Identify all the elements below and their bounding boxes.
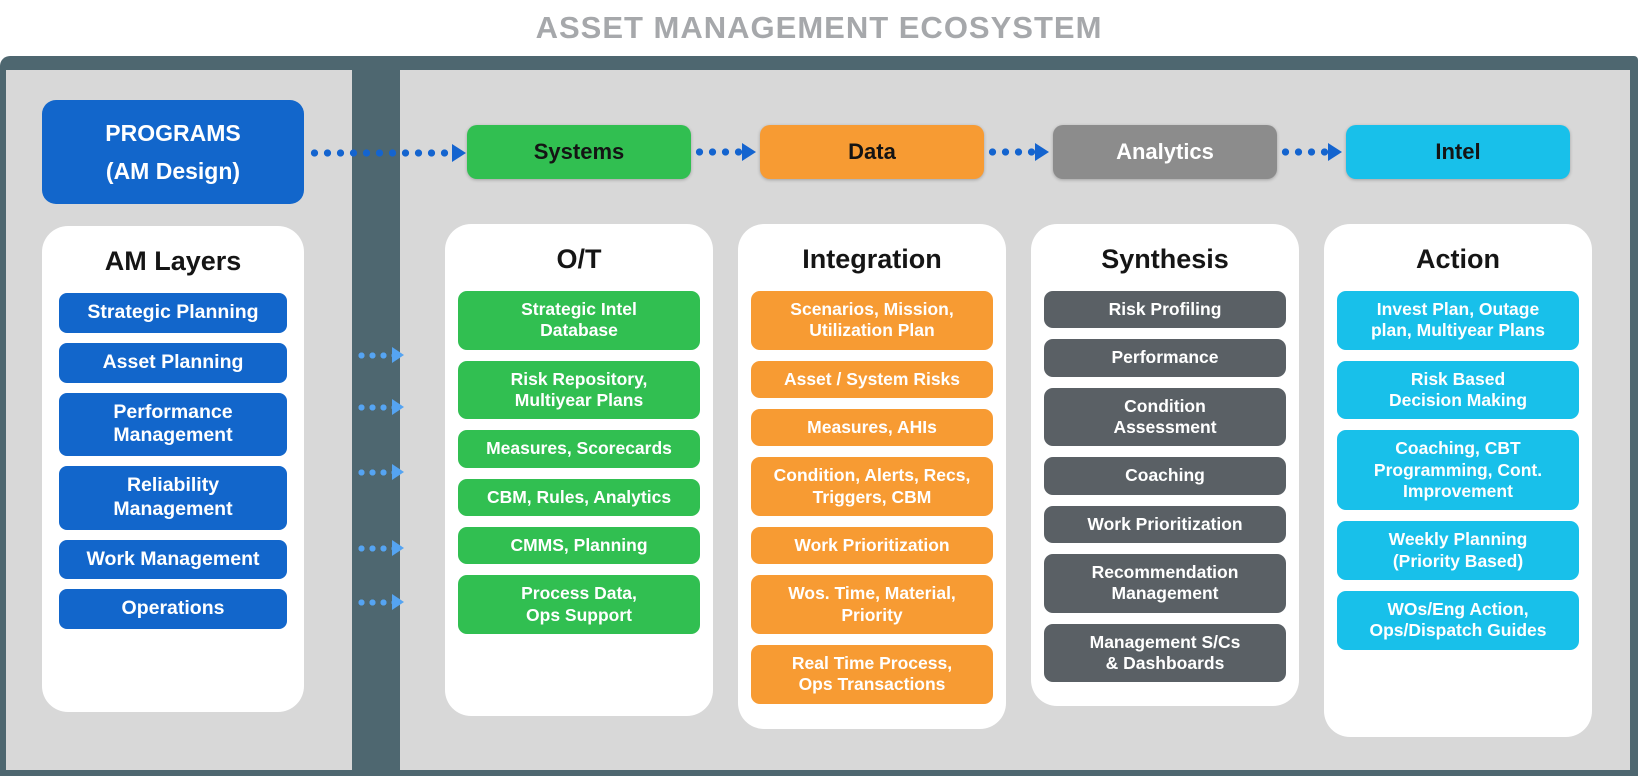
systems-header-box: Systems	[467, 125, 691, 179]
action-item: Invest Plan, Outage plan, Multiyear Plan…	[1337, 291, 1579, 350]
dotted-line	[356, 403, 392, 411]
synthesis-card-title: Synthesis	[1101, 244, 1229, 274]
column-systems: Systems O/T Strategic Intel Database Ris…	[445, 70, 713, 770]
am-layer-item: Work Management	[59, 539, 287, 580]
layers-to-flow-arrow-icon	[356, 539, 404, 557]
arrowhead-icon	[452, 144, 466, 162]
layers-to-flow-arrow-icon	[356, 593, 404, 611]
integration-card-title: Integration	[802, 244, 942, 274]
action-item: Risk Based Decision Making	[1337, 360, 1579, 420]
arrowhead-icon	[392, 399, 404, 415]
action-card-title: Action	[1416, 244, 1500, 274]
synthesis-item: Performance	[1044, 339, 1286, 377]
arrowhead-icon	[392, 464, 404, 480]
data-header-box: Data	[760, 125, 984, 179]
layers-to-flow-arrow-icon	[356, 463, 404, 481]
arrowhead-icon	[392, 540, 404, 556]
arrowhead-icon	[392, 594, 404, 610]
synthesis-item: Coaching	[1044, 457, 1286, 495]
synthesis-item: Management S/Cs & Dashboards	[1044, 623, 1286, 683]
column-analytics: Analytics Synthesis Risk Profiling Perfo…	[1031, 70, 1299, 770]
ot-item: Measures, Scorecards	[458, 430, 700, 468]
ot-card-title: O/T	[556, 244, 602, 274]
dotted-line	[1279, 148, 1328, 156]
dotted-line	[356, 598, 392, 606]
synthesis-item: Condition Assessment	[1044, 387, 1286, 447]
arrowhead-icon	[1328, 143, 1342, 161]
integration-item: Work Prioritization	[751, 527, 993, 565]
integration-item: Scenarios, Mission, Utilization Plan	[751, 291, 993, 350]
column-intel: Intel Action Invest Plan, Outage plan, M…	[1324, 70, 1592, 770]
arrowhead-icon	[392, 347, 404, 363]
integration-item: Wos. Time, Material, Priority	[751, 575, 993, 635]
action-item: Coaching, CBT Programming, Cont. Improve…	[1337, 430, 1579, 511]
am-layer-item: Strategic Planning	[59, 293, 287, 333]
flow-panel: Systems O/T Strategic Intel Database Ris…	[400, 70, 1630, 770]
am-layer-item: Performance Management	[59, 392, 287, 457]
synthesis-item: Risk Profiling	[1044, 291, 1286, 329]
dotted-line	[356, 468, 392, 476]
action-item: Weekly Planning (Priority Based)	[1337, 521, 1579, 581]
action-item: WOs/Eng Action, Ops/Dispatch Guides	[1337, 591, 1579, 650]
am-layers-title: AM Layers	[104, 246, 242, 276]
ot-card: O/T Strategic Intel Database Risk Reposi…	[445, 224, 713, 716]
integration-item: Real Time Process, Ops Transactions	[751, 645, 993, 704]
integration-card: Integration Scenarios, Mission, Utilizat…	[738, 224, 1006, 729]
integration-item: Condition, Alerts, Recs, Triggers, CBM	[751, 457, 993, 517]
ot-item: CBM, Rules, Analytics	[458, 478, 700, 517]
am-layers-card: AM Layers Strategic Planning Asset Plann…	[42, 226, 304, 712]
ot-item: CMMS, Planning	[458, 527, 700, 565]
page-title: ASSET MANAGEMENT ECOSYSTEM	[535, 10, 1103, 45]
ot-item: Process Data, Ops Support	[458, 575, 700, 635]
programs-box-line1: PROGRAMS	[105, 119, 241, 146]
systems-to-data-arrow-icon	[693, 143, 756, 161]
dotted-line	[308, 149, 452, 157]
action-card: Action Invest Plan, Outage plan, Multiye…	[1324, 224, 1592, 737]
data-to-analytics-arrow-icon	[986, 143, 1049, 161]
programs-to-systems-arrow-icon	[308, 144, 466, 162]
layers-to-flow-arrow-icon	[356, 398, 404, 416]
dotted-line	[356, 544, 392, 552]
integration-item: Measures, AHIs	[751, 409, 993, 447]
intel-header-box: Intel	[1346, 125, 1570, 179]
am-layer-item: Asset Planning	[59, 342, 287, 383]
am-layer-item: Operations	[59, 589, 287, 630]
ot-item: Strategic Intel Database	[458, 291, 700, 350]
layers-to-flow-arrow-icon	[356, 346, 404, 364]
programs-panel: PROGRAMS (AM Design) AM Layers Strategic…	[6, 70, 352, 770]
programs-box-line2: (AM Design)	[105, 157, 241, 184]
analytics-header-box: Analytics	[1053, 125, 1277, 179]
dotted-line	[356, 351, 392, 359]
analytics-to-intel-arrow-icon	[1279, 143, 1342, 161]
column-data: Data Integration Scenarios, Mission, Uti…	[738, 70, 1006, 770]
synthesis-item: Recommendation Management	[1044, 554, 1286, 613]
arrowhead-icon	[742, 143, 756, 161]
dotted-line	[693, 148, 742, 156]
am-layer-item: Reliability Management	[59, 466, 287, 530]
integration-item: Asset / System Risks	[751, 360, 993, 399]
programs-box: PROGRAMS (AM Design)	[42, 100, 304, 204]
synthesis-card: Synthesis Risk Profiling Performance Con…	[1031, 224, 1299, 706]
arrowhead-icon	[1035, 143, 1049, 161]
dotted-line	[986, 148, 1035, 156]
ot-item: Risk Repository, Multiyear Plans	[458, 360, 700, 420]
synthesis-item: Work Prioritization	[1044, 505, 1286, 544]
